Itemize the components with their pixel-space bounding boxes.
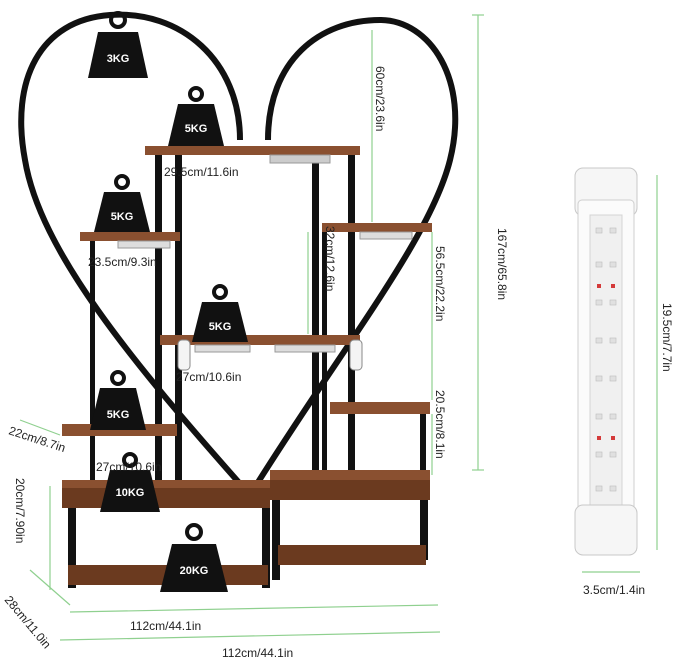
weight-label-left-bottom: 10KG [116,487,145,499]
dim-led-length: 19.5cm/7.7in [660,303,674,372]
right-upper-shelf [322,223,432,232]
dim-total-height: 167cm/65.8in [495,228,509,300]
dim-base-width: 112cm/44.1in [130,619,201,633]
weight-icon-5kg-lower: 5KG [90,370,146,430]
dim-center-shelf-width: 27cm/10.6in [176,370,241,384]
dim-overall-width: 112cm/44.1in [222,646,293,660]
switch-right [349,339,363,371]
led-light-bar [574,167,638,556]
center-shelf [160,335,360,345]
weight-icon-5kg-upper: 5KG [168,86,224,146]
base-left-top [62,486,270,508]
weight-label-top: 3KG [107,53,130,65]
dim-arc-height: 60cm/23.6in [373,66,387,131]
dim-top-shelf-width: 29.5cm/11.6in [164,165,239,179]
dim-base-depth: 28cm/11.0in [2,593,54,651]
right-lower-shelf [330,402,430,414]
dimension-lines [19,14,658,641]
weight-label-upper-middle: 5KG [185,123,208,135]
dim-bottom-height: 20cm/7.90in [13,478,27,543]
dim-right-section-height: 56.5cm/22.2in [433,246,447,321]
weight-label-center: 5KG [209,321,232,333]
weight-label-bottom: 20KG [180,565,209,577]
dim-left-shelf-width: 23.5cm/9.3in [88,255,157,269]
base-right-bottom [278,545,426,565]
weight-icon-20kg: 20KG [160,523,228,592]
dim-middle-gap: 32cm/12.6in [323,226,337,291]
top-shelf [145,146,360,155]
weight-icon-5kg-left: 5KG [94,174,150,232]
weight-label-left-upper: 5KG [111,211,134,223]
dim-right-lower-height: 20.5cm/8.1in [433,390,447,459]
heart-frame [18,11,459,497]
dim-left-shelf-depth: 22cm/8.7in [7,424,67,455]
base-right-top [270,480,430,500]
weight-icon-10kg: 10KG [100,452,160,512]
dim-led-width: 3.5cm/1.4in [583,583,645,597]
weight-label-left-lower: 5KG [107,409,130,421]
dim-lower-shelf-width: 27cm/10.6in [96,460,161,474]
weight-icon-5kg-center: 5KG [192,284,248,342]
left-upper-shelf [80,232,180,241]
switch-left [177,339,191,371]
weight-icon-3kg: 3KG [88,11,148,78]
